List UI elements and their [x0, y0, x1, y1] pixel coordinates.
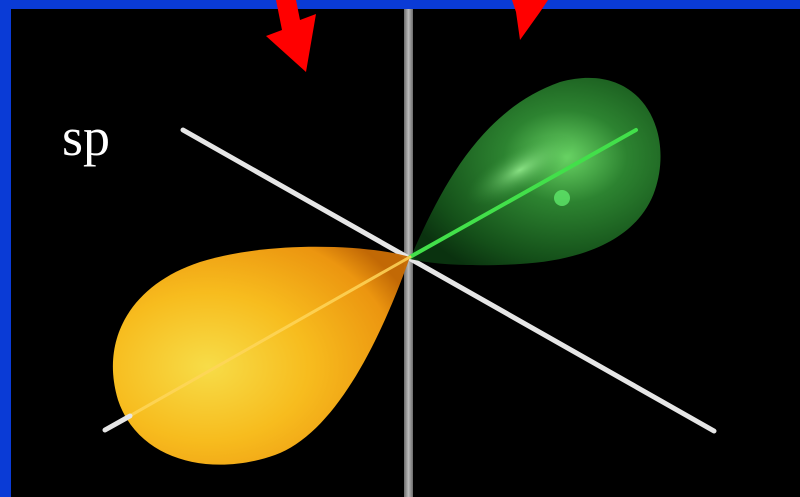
- vertical-axis: [404, 9, 413, 497]
- gold-orbital-lobe: [113, 247, 410, 465]
- orbital-label: sp: [62, 110, 110, 164]
- red-arrow-icon: [512, 0, 548, 40]
- red-arrow-icon: [266, 0, 316, 72]
- diagonal-axis-end: [105, 416, 130, 430]
